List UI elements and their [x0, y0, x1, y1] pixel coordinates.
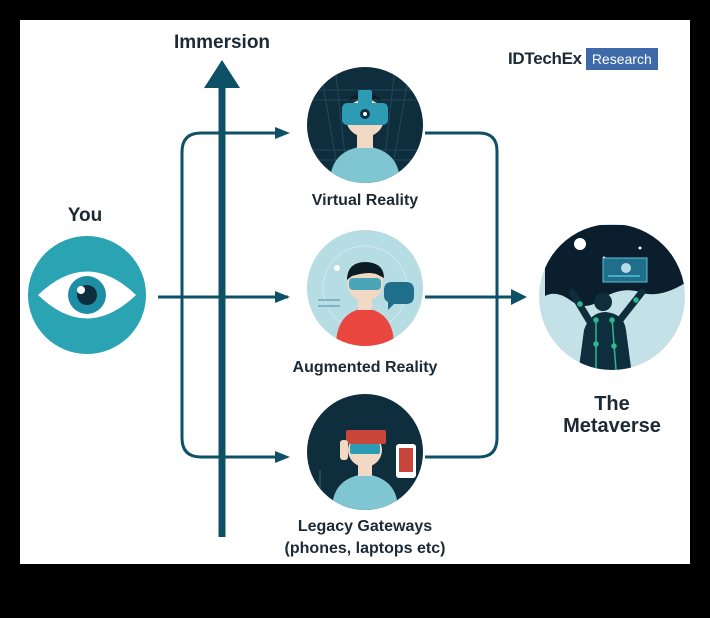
connector-merge	[425, 131, 499, 459]
arrowheads	[275, 127, 527, 463]
metaverse-label-line1: The	[594, 393, 630, 415]
you-label: You	[68, 205, 102, 226]
metaverse-avatar-icon	[539, 224, 685, 370]
legacy-label-line1: Legacy Gateways	[298, 518, 432, 535]
arrowhead-ar	[275, 291, 290, 303]
brand-tag: Research	[585, 48, 658, 70]
ar-glasses-icon	[307, 230, 423, 346]
legacy-phone-icon	[307, 394, 423, 510]
connectors	[158, 131, 512, 459]
phone-icon	[396, 444, 416, 478]
arrowhead-legacy	[275, 451, 290, 463]
eye-icon	[28, 236, 146, 354]
vr-headset-icon	[307, 67, 423, 183]
connector-to-vr	[180, 131, 275, 297]
immersion-axis	[204, 60, 240, 537]
brand-logo: IDTechEx Research	[508, 48, 658, 70]
ar-label: Augmented Reality	[293, 359, 438, 376]
arrowhead-metaverse	[511, 289, 527, 305]
legacy-label-line2: (phones, laptops etc)	[285, 540, 446, 557]
connector-to-legacy	[180, 297, 275, 459]
brand-name: IDTechEx	[508, 49, 582, 68]
vr-label: Virtual Reality	[312, 192, 419, 209]
immersion-label: Immersion	[174, 32, 270, 53]
metaverse-label-line2: Metaverse	[563, 415, 661, 437]
arrowhead-vr	[275, 127, 290, 139]
